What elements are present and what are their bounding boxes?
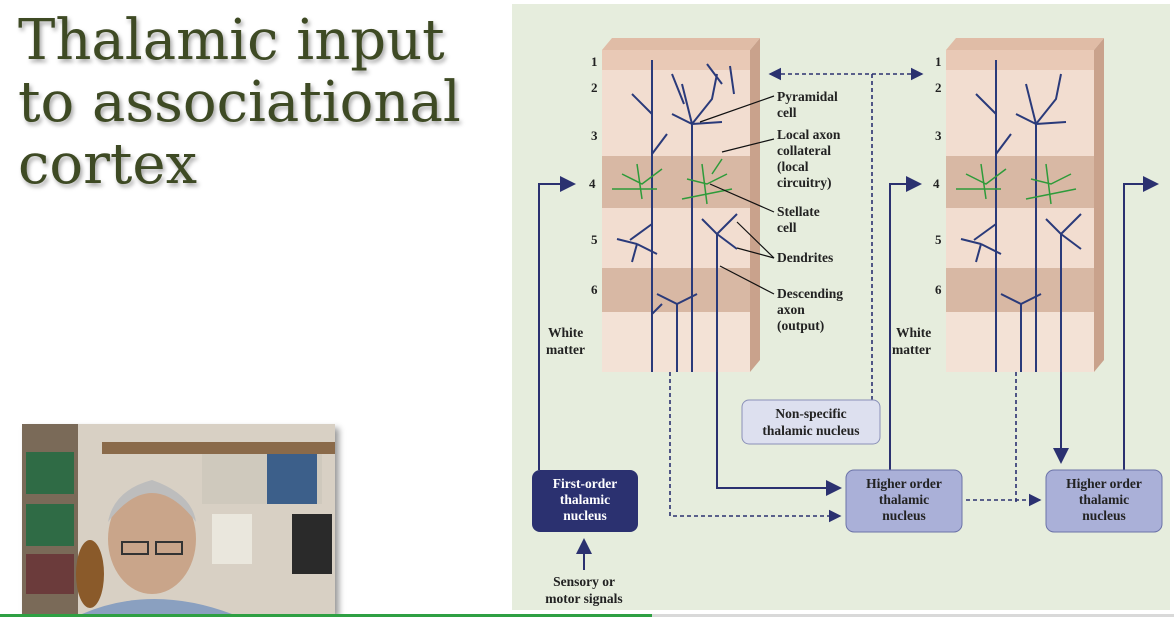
first-order-thalamic-nucleus-box: First-order thalamic nucleus [532,470,638,532]
title-line-2: to associational [18,70,461,135]
svg-text:Local axon: Local axon [777,127,841,142]
cortex-block-right [946,38,1104,372]
layer-2-label: 2 [935,80,942,95]
layer-5-label: 5 [591,232,598,247]
callout-pyramidal: Pyramidal cell [777,89,838,120]
higher-order-thalamic-nucleus-box-mid: Higher order thalamic nucleus [845,469,963,533]
white-matter-label-right-2: matter [892,342,931,357]
svg-text:thalamic: thalamic [879,492,929,507]
layer-6-label: 6 [591,282,598,297]
svg-text:Stellate: Stellate [777,204,820,219]
sensory-input-label: Sensory or motor signals [545,574,622,606]
layer-2-label: 2 [591,80,598,95]
svg-text:(local: (local [777,159,809,174]
svg-text:nucleus: nucleus [563,508,607,523]
video-progress-bar[interactable] [0,614,1174,617]
layer-5-label: 5 [935,232,942,247]
dashed-connections [669,67,1042,523]
white-matter-label-right: White [896,325,931,340]
svg-text:Higher order: Higher order [1066,476,1142,491]
callout-local-axon: Local axon collateral (local circuitry) [777,127,841,190]
svg-text:Non-specific: Non-specific [775,406,846,421]
layer-3-label: 3 [935,128,942,143]
callout-descending-axon: Descending axon (output) [777,286,843,333]
svg-text:Sensory or: Sensory or [553,574,615,589]
layer-numbers-right: 1 2 3 4 5 6 [933,54,942,297]
svg-text:Pyramidal: Pyramidal [777,89,838,104]
higher-order-thalamic-nucleus-box-right: Higher order thalamic nucleus [1045,469,1163,533]
layer-6-label: 6 [935,282,942,297]
cortex-thalamus-diagram: 1 2 3 4 5 6 1 2 3 4 5 6 White matter Whi… [512,4,1170,610]
cortex-block-left [602,38,760,372]
callout-leaders [699,95,775,295]
presenter-webcam [22,424,335,614]
svg-text:collateral: collateral [777,143,831,158]
svg-text:cell: cell [777,105,797,120]
svg-text:thalamic: thalamic [1079,492,1129,507]
layer-4-label: 4 [933,176,940,191]
svg-text:nucleus: nucleus [882,508,926,523]
layer-1-label: 1 [591,54,598,69]
svg-text:cell: cell [777,220,797,235]
title-line-3: cortex [18,132,198,197]
layer-4-label: 4 [589,176,596,191]
nonspecific-thalamic-nucleus-box: Non-specific thalamic nucleus [741,399,881,445]
svg-text:thalamic: thalamic [560,492,610,507]
svg-text:Higher order: Higher order [866,476,942,491]
white-matter-label-left-2: matter [546,342,585,357]
svg-text:thalamic nucleus: thalamic nucleus [762,423,859,438]
video-progress-fill [0,614,652,617]
svg-text:First-order: First-order [553,476,617,491]
slide-title: Thalamic input to associational cortex [18,10,488,196]
svg-text:Descending: Descending [777,286,843,301]
svg-text:nucleus: nucleus [1082,508,1126,523]
title-line-1: Thalamic input [18,8,445,73]
layer-numbers-left: 1 2 3 4 5 6 [589,54,598,297]
callout-stellate: Stellate cell [777,204,820,235]
callout-dendrites: Dendrites [777,250,833,265]
svg-text:motor signals: motor signals [545,591,622,606]
layer-3-label: 3 [591,128,598,143]
white-matter-label-left: White [548,325,583,340]
connection-arrows [538,176,1159,570]
svg-text:circuitry): circuitry) [777,175,831,190]
layer-1-label: 1 [935,54,942,69]
svg-text:(output): (output) [777,318,824,333]
svg-text:axon: axon [777,302,805,317]
svg-text:Dendrites: Dendrites [777,250,833,265]
